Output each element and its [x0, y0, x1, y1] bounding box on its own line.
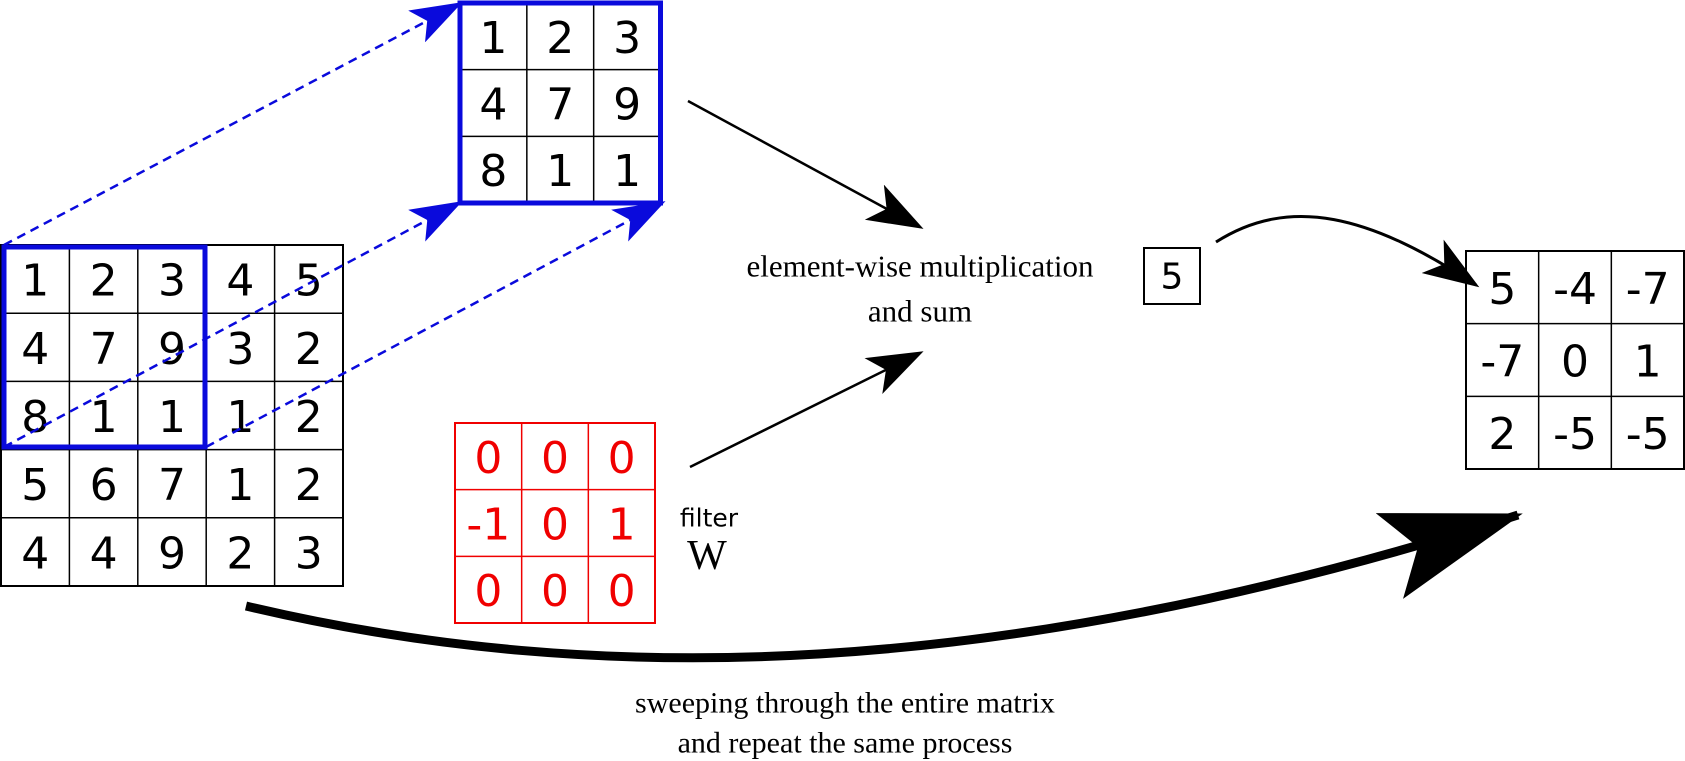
- input_matrix-cell: 2: [226, 528, 254, 579]
- input_matrix-cell: 9: [158, 528, 186, 579]
- sweep-label-line2: and repeat the same process: [678, 727, 1013, 760]
- patch_matrix-cell: 1: [546, 146, 574, 197]
- input_matrix-cell: 4: [21, 528, 49, 579]
- input_matrix-cell: 3: [295, 528, 323, 579]
- projection-line-top-left: [3, 2, 463, 247]
- projection-line-bottom-left: [3, 201, 463, 449]
- input_matrix-cell: 2: [295, 392, 323, 443]
- arrow-patch-to-operation: [687, 99, 924, 229]
- sweep-arrow: [244, 510, 1523, 663]
- patch_matrix-frame: [457, 0, 663, 206]
- filter_matrix-cell: 0: [541, 500, 569, 551]
- input_matrix-cell: 1: [226, 392, 254, 443]
- input_matrix-cell: 4: [90, 528, 118, 579]
- patch_matrix-cell: 8: [479, 146, 507, 197]
- output_matrix-cell: -4: [1553, 264, 1597, 315]
- input_matrix-cell: 4: [226, 256, 254, 307]
- input-window-highlight: [1, 244, 208, 450]
- sweep-label-line1: sweeping through the entire matrix: [635, 687, 1055, 720]
- output_matrix-cell: -7: [1626, 264, 1670, 315]
- filter-label-symbol: W: [687, 533, 727, 579]
- output_matrix-cell: 2: [1488, 409, 1516, 460]
- result-box: [1143, 247, 1201, 305]
- patch_matrix-cell: 1: [613, 146, 641, 197]
- filter_matrix-cell: 0: [474, 433, 502, 484]
- filter_matrix-cell: 0: [541, 566, 569, 617]
- input_matrix-cell: 8: [21, 392, 49, 443]
- input_matrix-cell: 3: [158, 256, 186, 307]
- input_matrix-cell: 7: [90, 324, 118, 375]
- patch_matrix-cell: 7: [546, 80, 574, 131]
- arrow-result-to-output: [1215, 215, 1480, 288]
- input_matrix-cell: 9: [158, 324, 186, 375]
- input_matrix-cell: 7: [158, 460, 186, 511]
- patch_matrix-cell: 3: [613, 13, 641, 64]
- patch_matrix-cell: 4: [479, 80, 507, 131]
- patch_matrix-cell: 1: [479, 13, 507, 64]
- operation-label-line2: and sum: [868, 294, 972, 329]
- input_matrix-cell: 5: [295, 256, 323, 307]
- filter_matrix-cell: 0: [608, 566, 636, 617]
- input_matrix-cell: 1: [21, 256, 49, 307]
- input_matrix-cell: 2: [90, 256, 118, 307]
- input_matrix-cell: 5: [21, 460, 49, 511]
- patch_matrix-cell: 9: [613, 80, 641, 131]
- input_matrix-cell: 1: [226, 460, 254, 511]
- input_matrix-cell: 6: [90, 460, 118, 511]
- filter_matrix-cell: 0: [541, 433, 569, 484]
- input_matrix-cell: 2: [295, 324, 323, 375]
- input_matrix-cell: 1: [90, 392, 118, 443]
- output_matrix-cell: -5: [1553, 409, 1597, 460]
- filter_matrix-cell: 1: [608, 500, 636, 551]
- output_matrix-cell: 0: [1561, 337, 1589, 388]
- input_matrix-cell: 4: [21, 324, 49, 375]
- operation-label-line1: element-wise multiplication: [747, 249, 1094, 284]
- filter_matrix-cell: 0: [608, 433, 636, 484]
- output_matrix-cell: 1: [1634, 337, 1662, 388]
- filter-label-word: filter: [680, 504, 739, 533]
- projection-line-bottom-right: [205, 201, 666, 449]
- input_matrix-cell: 1: [158, 392, 186, 443]
- arrow-filter-to-operation: [689, 351, 924, 469]
- output_matrix-cell: -7: [1480, 337, 1524, 388]
- filter_matrix-cell: -1: [466, 500, 510, 551]
- output_matrix-cell: 5: [1488, 264, 1516, 315]
- input_matrix-cell: 3: [226, 324, 254, 375]
- result-value: 5: [1161, 257, 1184, 298]
- output_matrix-cell: -5: [1626, 409, 1670, 460]
- projection-lines: [3, 2, 666, 449]
- filter_matrix-frame: [454, 422, 656, 624]
- output_matrix-frame: [1465, 250, 1685, 470]
- filter_matrix-cell: 0: [474, 566, 502, 617]
- input_matrix-cell: 2: [295, 460, 323, 511]
- patch_matrix-cell: 2: [546, 13, 574, 64]
